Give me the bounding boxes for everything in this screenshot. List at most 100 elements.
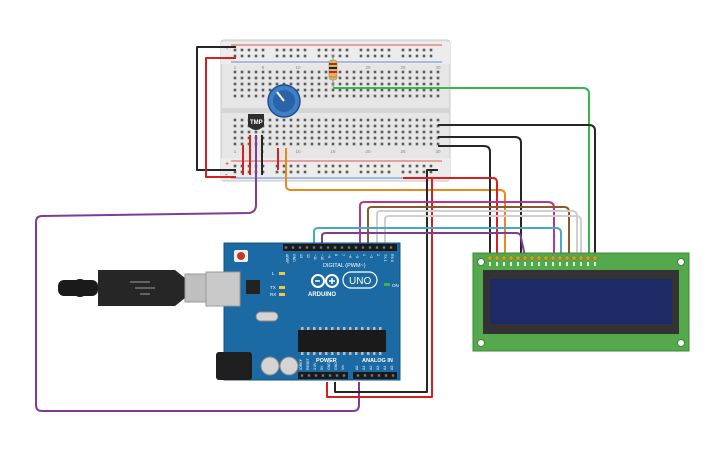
breadboard-hole[interactable] — [254, 130, 258, 134]
breadboard-hole[interactable] — [254, 76, 258, 80]
rail-hole[interactable] — [415, 164, 419, 168]
breadboard-hole[interactable] — [282, 118, 286, 122]
rail-hole[interactable] — [415, 48, 419, 52]
breadboard-hole[interactable] — [387, 130, 391, 134]
breadboard-hole[interactable] — [317, 136, 321, 140]
breadboard-hole[interactable] — [408, 130, 412, 134]
breadboard-hole[interactable] — [338, 142, 342, 146]
breadboard-hole[interactable] — [373, 76, 377, 80]
breadboard-hole[interactable] — [310, 142, 314, 146]
lcd-pin[interactable] — [501, 255, 507, 261]
breadboard-hole[interactable] — [394, 142, 398, 146]
breadboard-hole[interactable] — [233, 70, 237, 74]
breadboard-hole[interactable] — [324, 70, 328, 74]
digital-pin[interactable] — [319, 246, 323, 249]
breadboard-hole[interactable] — [338, 124, 342, 128]
breadboard-hole[interactable] — [373, 94, 377, 98]
rail-hole[interactable] — [289, 54, 293, 58]
breadboard-hole[interactable] — [387, 88, 391, 92]
breadboard-hole[interactable] — [387, 76, 391, 80]
breadboard-hole[interactable] — [352, 70, 356, 74]
lcd-pin[interactable] — [487, 255, 493, 261]
breadboard-hole[interactable] — [352, 124, 356, 128]
reset-button-cap[interactable] — [237, 252, 245, 260]
lcd-pin[interactable] — [515, 255, 521, 261]
breadboard-hole[interactable] — [338, 94, 342, 98]
rail-hole[interactable] — [331, 170, 335, 174]
breadboard-hole[interactable] — [352, 82, 356, 86]
breadboard-hole[interactable] — [366, 142, 370, 146]
breadboard-hole[interactable] — [415, 76, 419, 80]
breadboard-hole[interactable] — [317, 76, 321, 80]
breadboard-hole[interactable] — [324, 82, 328, 86]
breadboard-hole[interactable] — [429, 82, 433, 86]
breadboard-hole[interactable] — [289, 136, 293, 140]
breadboard-hole[interactable] — [268, 70, 272, 74]
breadboard-hole[interactable] — [289, 118, 293, 122]
usb-cable[interactable] — [58, 270, 231, 306]
breadboard-hole[interactable] — [331, 124, 335, 128]
breadboard-hole[interactable] — [373, 88, 377, 92]
breadboard-hole[interactable] — [394, 82, 398, 86]
breadboard-hole[interactable] — [275, 142, 279, 146]
rail-hole[interactable] — [331, 48, 335, 52]
breadboard-hole[interactable] — [331, 130, 335, 134]
breadboard-hole[interactable] — [429, 94, 433, 98]
rail-hole[interactable] — [359, 164, 363, 168]
rail-hole[interactable] — [366, 170, 370, 174]
digital-pin[interactable] — [298, 246, 302, 249]
breadboard-hole[interactable] — [345, 124, 349, 128]
breadboard-hole[interactable] — [415, 94, 419, 98]
breadboard-hole[interactable] — [338, 76, 342, 80]
breadboard-hole[interactable] — [380, 82, 384, 86]
breadboard-hole[interactable] — [331, 118, 335, 122]
breadboard-hole[interactable] — [359, 124, 363, 128]
breadboard-hole[interactable] — [317, 124, 321, 128]
analog-pin[interactable] — [384, 374, 388, 377]
breadboard-hole[interactable] — [324, 76, 328, 80]
rail-hole[interactable] — [275, 48, 279, 52]
breadboard-hole[interactable] — [317, 82, 321, 86]
breadboard-hole[interactable] — [310, 82, 314, 86]
breadboard-hole[interactable] — [429, 124, 433, 128]
rail-hole[interactable] — [373, 164, 377, 168]
rail-hole[interactable] — [387, 48, 391, 52]
rail-hole[interactable] — [254, 54, 258, 58]
breadboard-hole[interactable] — [359, 82, 363, 86]
breadboard-hole[interactable] — [303, 82, 307, 86]
breadboard-hole[interactable] — [422, 70, 426, 74]
breadboard-hole[interactable] — [436, 70, 440, 74]
breadboard-hole[interactable] — [282, 136, 286, 140]
breadboard-hole[interactable] — [303, 94, 307, 98]
rail-hole[interactable] — [366, 54, 370, 58]
breadboard-hole[interactable] — [345, 88, 349, 92]
breadboard-hole[interactable] — [275, 136, 279, 140]
rail-hole[interactable] — [317, 54, 321, 58]
breadboard-hole[interactable] — [408, 142, 412, 146]
breadboard-hole[interactable] — [296, 70, 300, 74]
lcd-pin[interactable] — [494, 255, 500, 261]
breadboard-hole[interactable] — [422, 124, 426, 128]
breadboard-hole[interactable] — [268, 118, 272, 122]
breadboard-hole[interactable] — [436, 118, 440, 122]
breadboard-hole[interactable] — [324, 130, 328, 134]
breadboard-hole[interactable] — [359, 70, 363, 74]
breadboard-hole[interactable] — [254, 94, 258, 98]
rail-hole[interactable] — [324, 48, 328, 52]
rail-hole[interactable] — [345, 164, 349, 168]
breadboard-hole[interactable] — [331, 88, 335, 92]
breadboard-hole[interactable] — [422, 82, 426, 86]
breadboard-hole[interactable] — [240, 124, 244, 128]
breadboard-hole[interactable] — [359, 94, 363, 98]
power-pin[interactable] — [328, 374, 332, 377]
breadboard-hole[interactable] — [296, 88, 300, 92]
rail-hole[interactable] — [254, 48, 258, 52]
breadboard-hole[interactable] — [415, 142, 419, 146]
rail-hole[interactable] — [324, 164, 328, 168]
rail-hole[interactable] — [261, 54, 265, 58]
breadboard-hole[interactable] — [394, 88, 398, 92]
breadboard-hole[interactable] — [289, 130, 293, 134]
breadboard-hole[interactable] — [240, 76, 244, 80]
lcd-pin[interactable] — [564, 255, 570, 261]
rail-hole[interactable] — [233, 48, 237, 52]
